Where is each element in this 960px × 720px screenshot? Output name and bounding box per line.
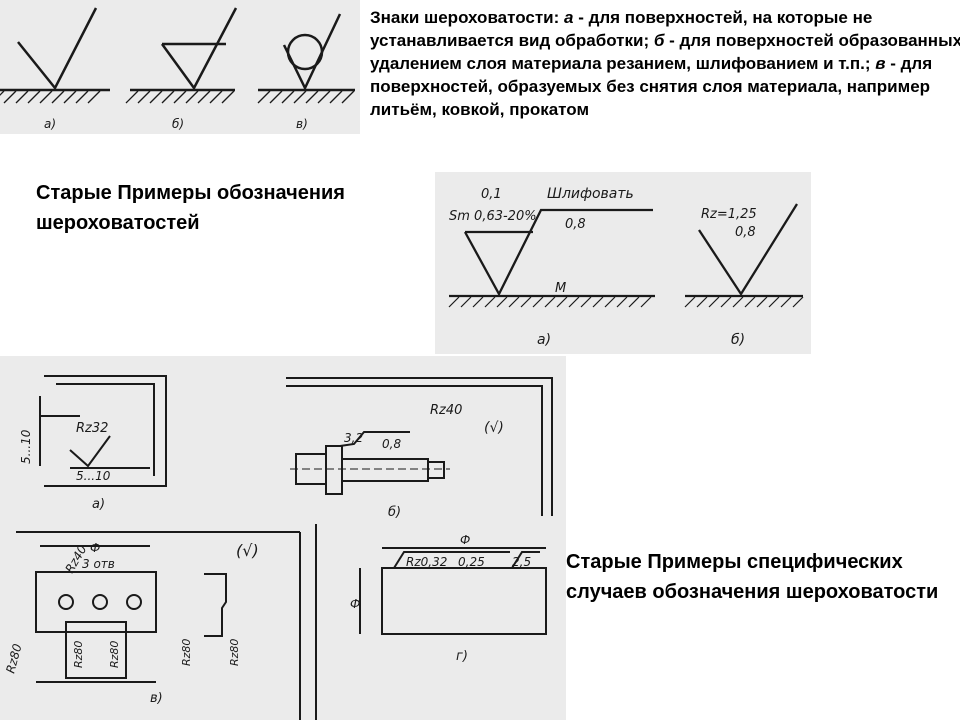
fig3-label-a: а) bbox=[92, 497, 105, 512]
heading-specific-cases: Старые Примеры специфических случаев обо… bbox=[566, 551, 939, 603]
desc-letter-v: в bbox=[875, 54, 886, 73]
desc-letter-b: б bbox=[653, 31, 665, 50]
fig3g-ra: 2,5 bbox=[512, 555, 531, 569]
fig3v-phi: Ф bbox=[90, 541, 100, 555]
fig2-right-value: 0,8 bbox=[735, 225, 756, 240]
fig3-label-v: в) bbox=[150, 691, 163, 706]
fig3v-rz-e: Rz80 bbox=[3, 642, 24, 675]
fig1-label-a: а) bbox=[44, 117, 56, 131]
fig3b-check: (√) bbox=[484, 420, 504, 436]
fig3v-rz-b: Rz80 bbox=[108, 641, 121, 668]
fig2-label-b: б) bbox=[731, 332, 745, 348]
fig3g-phi-side: Ф bbox=[350, 597, 360, 611]
fig3a-dim-vertical: 5...10 bbox=[19, 429, 33, 464]
desc-text-a: - для поверхностей, на которые не устана… bbox=[370, 8, 873, 50]
fig3b-rz: Rz40 bbox=[430, 403, 462, 418]
fig3a-dim-horizontal: 5...10 bbox=[76, 469, 111, 483]
fig3v-check: (√) bbox=[236, 541, 259, 560]
figure-roughness-signs: а) б) в) bbox=[0, 0, 360, 134]
fig2-left-sm: Sm 0,63-20% bbox=[449, 209, 537, 224]
fig1-label-b: б) bbox=[172, 117, 184, 131]
desc-prefix: Знаки шероховатости: bbox=[370, 8, 564, 27]
fig3v-rz-d: Rz80 bbox=[228, 639, 241, 666]
fig3a-rz: Rz32 bbox=[76, 421, 108, 436]
fig3g-phi-top: Ф bbox=[460, 533, 470, 547]
fig2-left-direction: М bbox=[555, 281, 566, 296]
figure-old-examples: 0,1 Sm 0,63-20% Шлифовать 0,8 М Rz=1,25 … bbox=[435, 172, 811, 354]
figure-specific-cases: Rz32 5...10 5...10 а) Rz40 (√) 3,2 0,8 б… bbox=[0, 356, 566, 720]
fig3g-rz: Rz0,32 bbox=[406, 555, 447, 569]
fig2-left-value: 0,8 bbox=[565, 217, 586, 232]
heading-old-examples: Старые Примеры обозначения шероховатосте… bbox=[36, 182, 345, 234]
figure-roughness-signs-drawing: а) б) в) bbox=[0, 7, 355, 131]
fig3-label-g: г) bbox=[456, 649, 468, 664]
fig1-label-v: в) bbox=[296, 117, 308, 131]
desc-letter-a: а bbox=[564, 8, 574, 27]
desc-text-v: - для поверхностей, образуемых без сняти… bbox=[370, 54, 933, 119]
fig2-label-a: а) bbox=[537, 332, 551, 348]
figure-old-examples-drawing: 0,1 Sm 0,63-20% Шлифовать 0,8 М Rz=1,25 … bbox=[448, 186, 804, 348]
fig2-left-top-value: 0,1 bbox=[481, 187, 502, 202]
fig3v-rz-a: Rz80 bbox=[72, 641, 85, 668]
fig3v-note: 3 отв bbox=[82, 557, 115, 571]
desc-text-b: - для поверхностей образованных удаление… bbox=[370, 31, 960, 73]
fig3b-val: 0,8 bbox=[382, 437, 401, 451]
fig2-left-note: Шлифовать bbox=[547, 186, 634, 202]
fig3v-rz-c: Rz80 bbox=[180, 639, 193, 666]
fig3b-ra: 3,2 bbox=[344, 431, 363, 445]
fig3-label-b: б) bbox=[388, 505, 401, 520]
figure-specific-cases-drawing: Rz32 5...10 5...10 а) Rz40 (√) 3,2 0,8 б… bbox=[3, 375, 553, 720]
fig2-right-rz: Rz=1,25 bbox=[701, 207, 757, 222]
fig3g-val: 0,25 bbox=[458, 555, 485, 569]
roughness-signs-description: Знаки шероховатости: а - для поверхносте… bbox=[370, 6, 960, 121]
